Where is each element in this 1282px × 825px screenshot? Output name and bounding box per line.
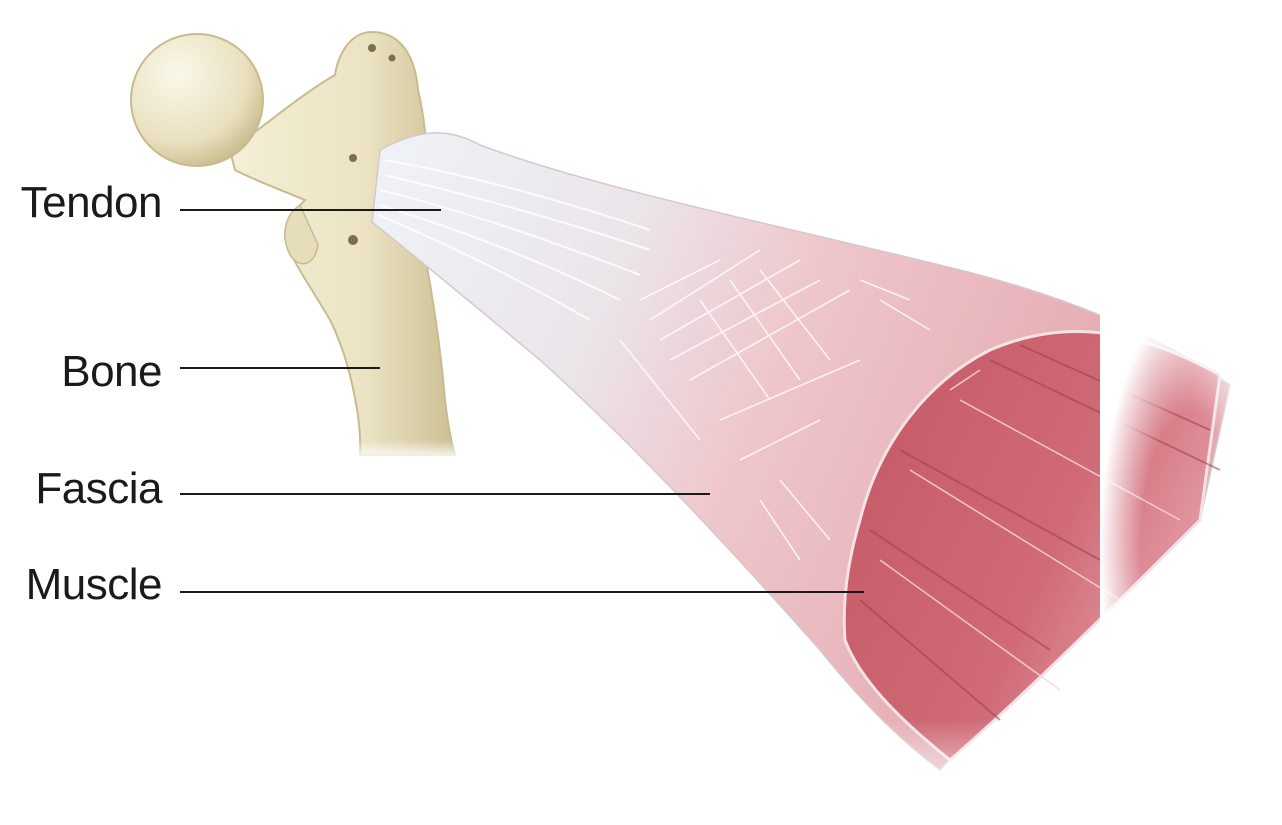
bone [130,30,470,460]
muscle [820,300,1282,825]
label-tendon: Tendon [20,178,163,227]
leader-lines [180,209,864,593]
fascia-fibers [619,249,931,561]
label-fascia: Fascia [35,464,162,513]
tendon-fibers [377,159,651,321]
bone-head [130,33,264,167]
label-bone: Bone [61,347,162,396]
label-muscle: Muscle [25,560,163,609]
bone-trochanter [284,203,319,265]
